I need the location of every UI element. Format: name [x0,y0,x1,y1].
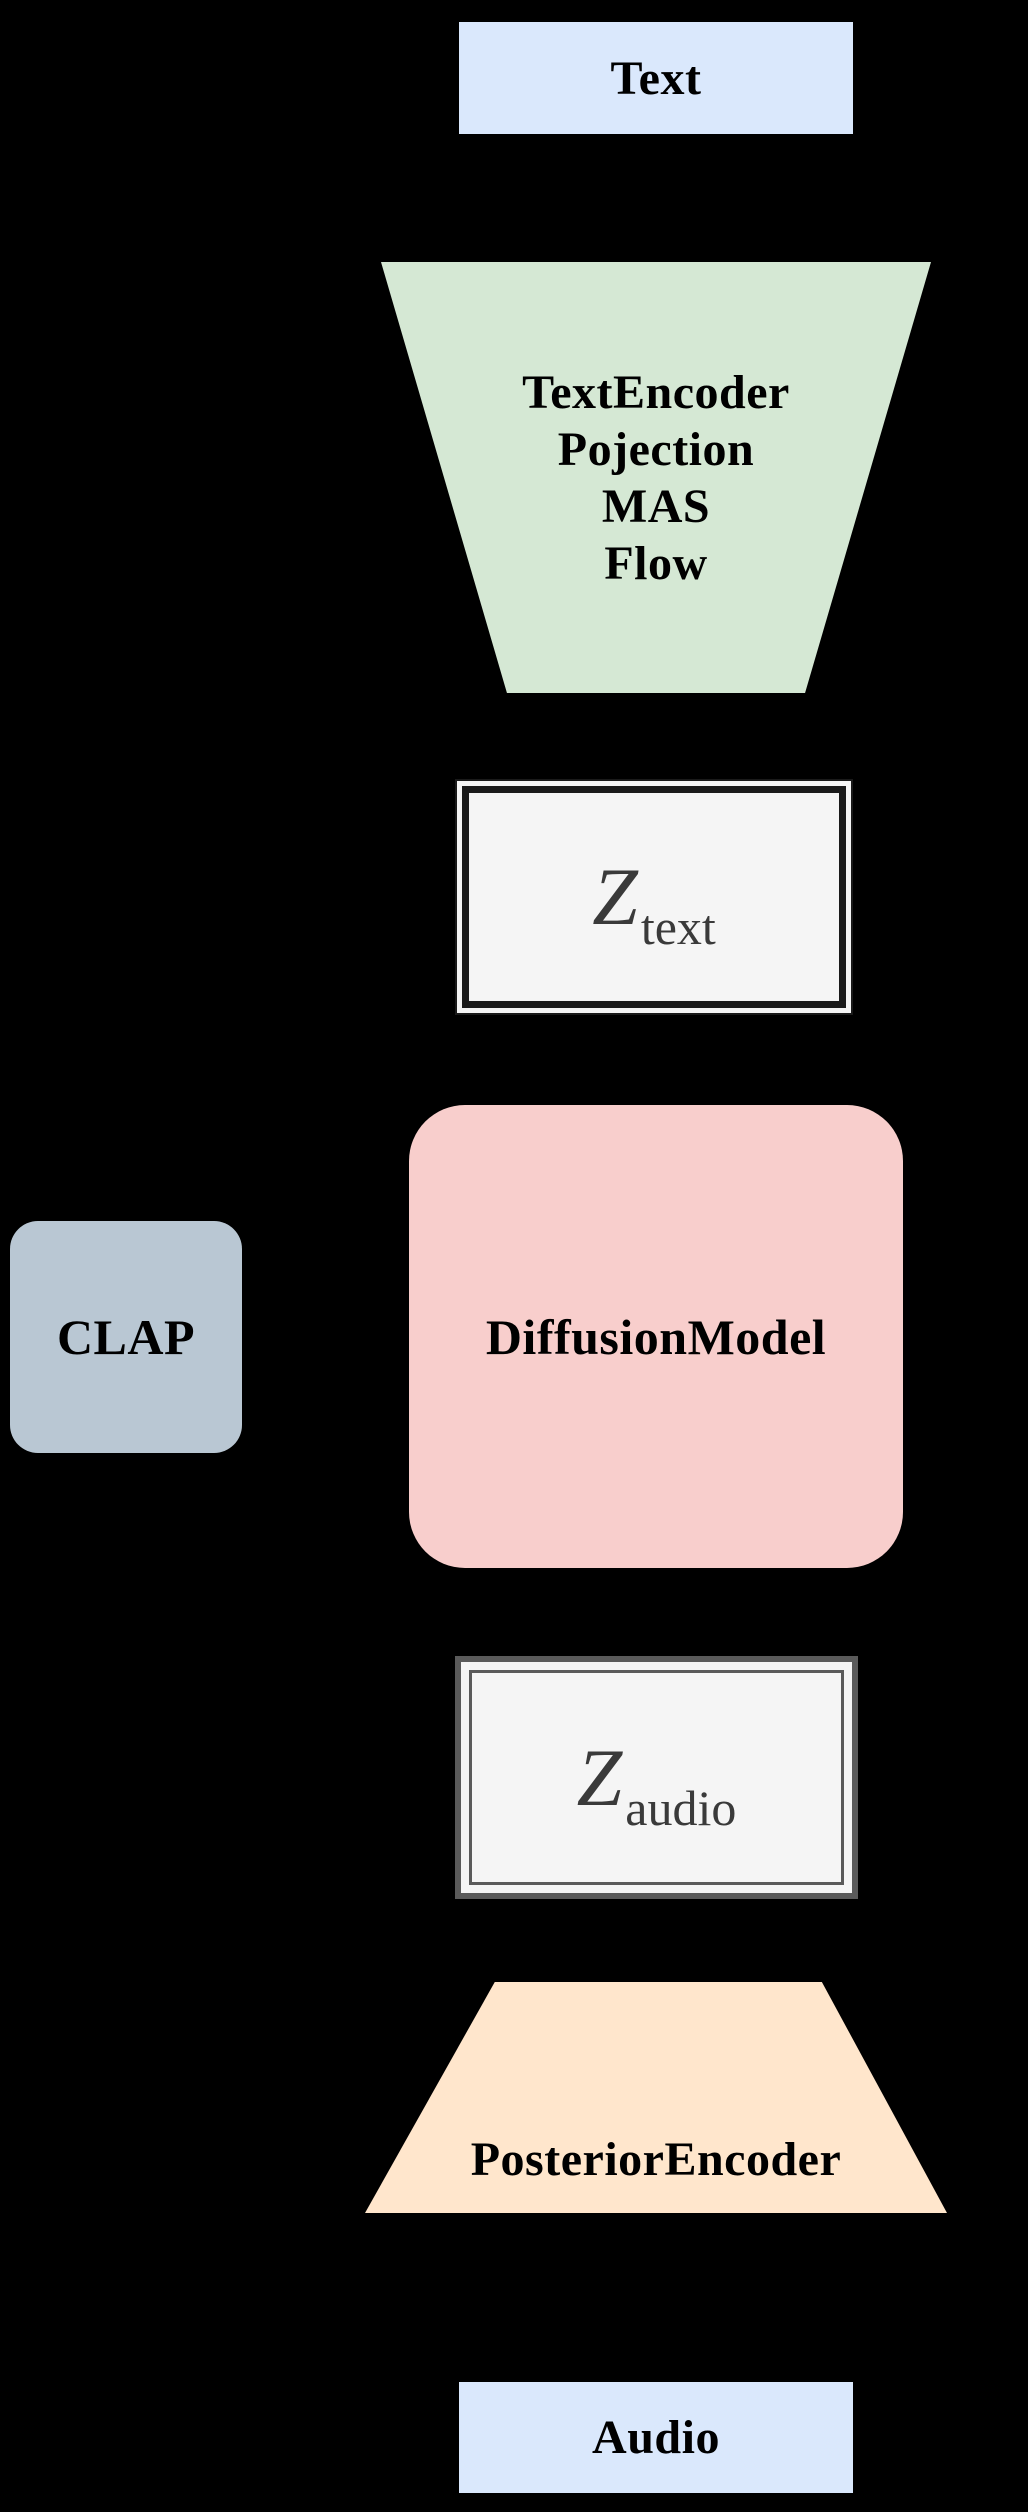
diffusion-model-label: DiffusionModel [485,1308,827,1365]
posterior-encoder-trapezoid: PosteriorEncoder [365,1982,947,2213]
z-audio-label: Zaudio [576,1731,737,1836]
text-encoder-line-2: Pojection [557,422,755,476]
audio-output-label: Audio [592,2411,720,2464]
text-encoder-line-3: MAS [601,479,711,533]
z-text-label: Ztext [592,850,716,955]
text-encoder-line-4: Flow [604,536,708,590]
text-encoder-line-1: TextEncoder [522,365,790,419]
z-audio-latent-node: Zaudio [455,1656,858,1899]
diffusion-model-node: DiffusionModel [409,1105,903,1568]
text-input-node: Text [459,22,853,134]
posterior-encoder-label: PosteriorEncoder [470,2133,842,2186]
audio-output-node: Audio [459,2382,853,2493]
clap-label: CLAP [56,1309,196,1365]
text-input-label: Text [610,51,702,105]
text-encoder-label: TextEncoder Pojection MAS Flow [522,364,790,592]
z-symbol: Z [576,1731,623,1823]
z-symbol: Z [592,851,638,942]
clap-node: CLAP [10,1221,242,1453]
text-encoder-trapezoid: TextEncoder Pojection MAS Flow [381,262,931,693]
z-text-latent-node: Ztext [455,779,853,1015]
z-text-subscript: text [640,899,716,955]
z-audio-subscript: audio [625,1779,737,1836]
